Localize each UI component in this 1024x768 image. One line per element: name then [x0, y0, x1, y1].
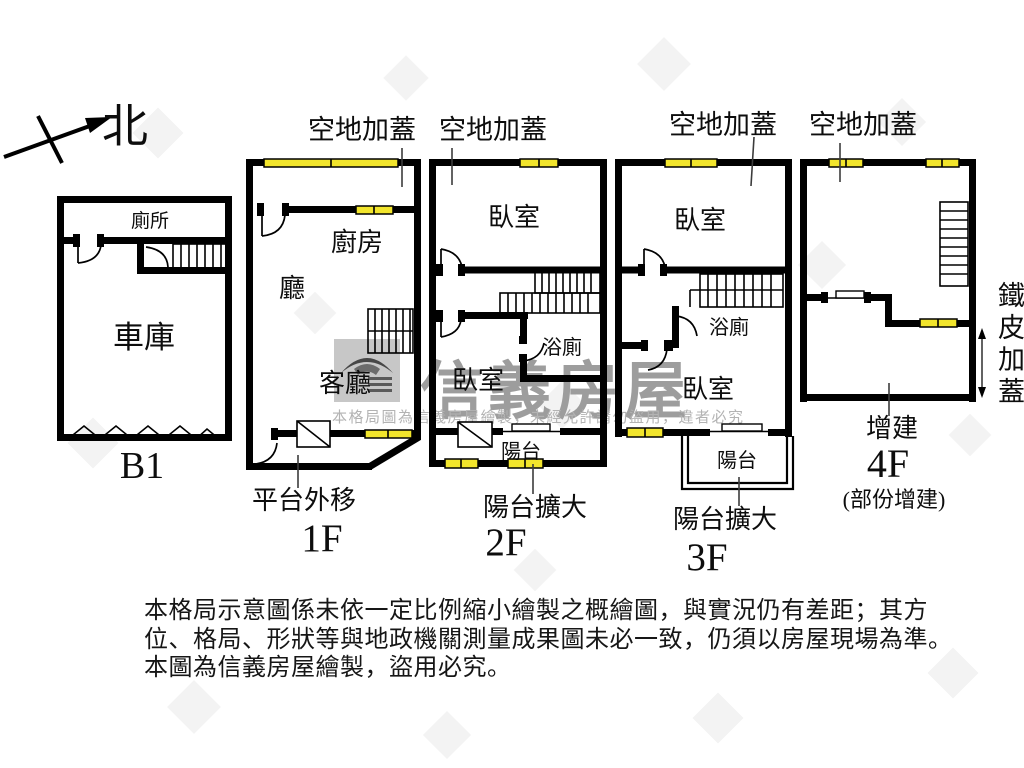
- room-label-bedroom: 臥室: [488, 203, 540, 232]
- annotation-balcony: 陽台擴大: [483, 493, 587, 522]
- floor-plan-4f: 空地加蓋 增建 4F (部份增建): [800, 110, 986, 512]
- callout-line: [750, 136, 755, 187]
- disclaimer-line-2: 位、格局、形狀等與地政機關測量成果圖未必一致，仍須以房屋現場為準。: [144, 626, 953, 653]
- sliding-door-leaf-icon: [511, 423, 551, 432]
- room-label-balcony: 陽台: [717, 449, 757, 472]
- ramp-zigzag-icon: [67, 424, 220, 441]
- window-icon: [263, 158, 399, 168]
- room-label-kitchen: 廚房: [331, 228, 383, 257]
- window-icon: [444, 458, 479, 469]
- rooftop-label-1f: 空地加蓋: [308, 115, 416, 145]
- floor-plan-2f: 空地加蓋 臥室 浴廁 臥室 陽台 陽台擴大 2F: [429, 115, 607, 564]
- disclaimer-line-3: 本圖為信義房屋繪製，盜用必究。: [144, 655, 512, 681]
- room-label-bedroom: 臥室: [674, 206, 726, 235]
- floor-label-1f: 1F: [301, 517, 342, 560]
- room-label-balcony: 陽台: [501, 440, 541, 463]
- rooftop-label-4f: 空地加蓋: [809, 110, 917, 140]
- annotation-metal-roof: 鐵皮加蓋: [994, 281, 1024, 409]
- sliding-door-leaf-icon: [721, 423, 763, 432]
- disclaimer-text: 本格局示意圖係未依一定比例縮小繪製之概繪圖，與實況仍有差距；其方 位、格局、形狀…: [144, 597, 953, 683]
- sliding-door-leaf-icon: [835, 290, 865, 299]
- balcony-outline: [680, 436, 795, 491]
- window-icon: [355, 205, 394, 215]
- annotation-partial-extension: (部份增建): [843, 487, 946, 512]
- compass-cross-icon: [36, 115, 64, 164]
- door-icon: [77, 244, 102, 264]
- window-icon: [626, 427, 664, 438]
- room-label-bath: 浴廁: [542, 336, 582, 359]
- window-icon: [925, 158, 960, 168]
- stairs-icon: [367, 308, 414, 354]
- room-label-bedroom: 臥室: [452, 366, 504, 395]
- north-label: 北: [102, 101, 148, 152]
- watermark-brand-text: 信義房屋: [420, 357, 692, 427]
- floor-label-4f: 4F: [867, 441, 909, 486]
- door-icon: [261, 214, 286, 237]
- rooftop-label-2f: 空地加蓋: [439, 115, 547, 145]
- north-compass: 北: [3, 101, 148, 164]
- disclaimer-line-1: 本格局示意圖係未依一定比例縮小繪製之概繪圖，與實況仍有差距；其方: [144, 598, 928, 624]
- north-arrowhead-icon: [85, 117, 112, 133]
- stairs-icon: [939, 201, 969, 287]
- window-icon: [664, 158, 718, 168]
- floor-label-3f: 3F: [686, 536, 727, 579]
- door-icon: [522, 342, 545, 362]
- room-label-garage: 車庫: [113, 320, 175, 355]
- annotation-platform: 平台外移: [252, 486, 356, 515]
- door-icon: [145, 246, 169, 268]
- door-icon: [647, 348, 668, 371]
- room-label-hall: 廳: [279, 274, 305, 303]
- annotation-balcony: 陽台擴大: [673, 505, 777, 534]
- door-icon: [440, 319, 462, 338]
- stairs-icon: [172, 243, 230, 269]
- room-label-living: 客廳: [319, 369, 371, 398]
- window-icon: [919, 318, 958, 328]
- door-icon: [675, 315, 698, 337]
- door-icon: [440, 248, 463, 268]
- rooftop-label-3f: 空地加蓋: [669, 110, 777, 140]
- window-icon: [364, 429, 413, 439]
- annotation-extension: 增建: [866, 414, 918, 443]
- floor-label-2f: 2F: [485, 521, 526, 564]
- room-label-bedroom: 臥室: [682, 375, 734, 404]
- floor-plan-1f: 空地加蓋 廚房 廳 客廳 平台外移 1F: [246, 115, 421, 560]
- stairs-icon: [689, 273, 784, 308]
- room-label-bath: 浴廁: [709, 316, 749, 339]
- window-icon: [519, 158, 559, 168]
- dimension-arrow-icon: [978, 328, 986, 398]
- window-icon: [828, 158, 864, 168]
- room-label-toilet: 廁所: [131, 209, 169, 232]
- floor-plan-3f: 空地加蓋 臥室 浴廁 臥室 陽台 陽台擴大 3F: [615, 110, 795, 579]
- floor-label-b1: B1: [120, 445, 164, 487]
- door-icon: [643, 248, 666, 268]
- door-icon: [255, 442, 278, 465]
- window-icon: [507, 458, 544, 469]
- stairs-icon: [499, 271, 601, 314]
- floor-plan-b1: 廁所 車庫 B1: [57, 196, 232, 487]
